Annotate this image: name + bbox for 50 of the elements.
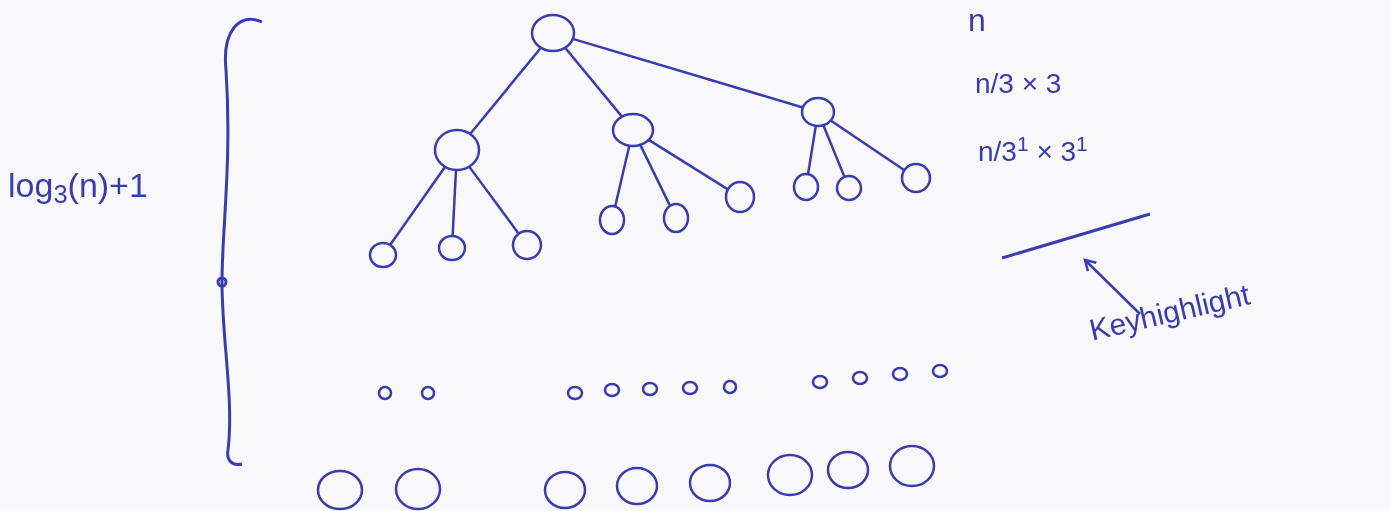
tree-node-circle [826, 450, 870, 490]
tree-node-circle [900, 162, 932, 194]
arrow [1083, 258, 1141, 315]
formula-label: n/3 × 3 [975, 70, 1062, 98]
tree-node-circle [511, 229, 543, 261]
tree-node-circle [433, 128, 481, 172]
tree-edge [648, 138, 729, 191]
tree-node-circle [543, 470, 587, 510]
tree-edge [572, 37, 804, 109]
tree-node-circle [766, 453, 814, 497]
tree-edge [389, 166, 447, 246]
tree-node-circle [688, 463, 732, 503]
tree-edge [830, 119, 906, 172]
tree-node-circle [598, 204, 626, 236]
tree-node-circle [662, 202, 690, 234]
tree-edge [806, 125, 817, 175]
tree-node-circle [888, 444, 936, 488]
tree-node-circle [566, 385, 584, 401]
tree-node-circle [611, 112, 655, 148]
tree-edge [822, 124, 846, 178]
tree-node-circle [420, 385, 436, 401]
tree-edge [468, 165, 520, 235]
tree-edge [613, 145, 631, 207]
tree-node-circle [792, 172, 820, 202]
tree-node-circle [437, 234, 467, 262]
tree-edge [469, 46, 542, 135]
tree-node-circle [615, 466, 659, 506]
tree-edge [639, 144, 672, 207]
tree-node-circle [316, 469, 364, 511]
tree-node-circle [641, 381, 659, 397]
tree-node-circle [800, 96, 836, 128]
tree-edge [451, 169, 458, 237]
tree-node-circle [681, 380, 699, 396]
tree-node-circle [368, 241, 398, 269]
underline [1000, 212, 1152, 260]
tree-node-circle [891, 366, 909, 382]
formula-label: log$_{3}$(n)+1 [8, 168, 148, 202]
formula-label: n [968, 4, 986, 36]
tree-node-circle [931, 363, 949, 379]
tree-node-circle [811, 374, 829, 390]
tree-node-circle [394, 467, 442, 511]
tree-node-circle [835, 174, 863, 202]
tree-edge [564, 46, 623, 118]
formula-label: n/3$^{1}$ × 3$^{1}$ [978, 138, 1088, 166]
tree-node-circle [603, 382, 621, 398]
tree-node-circle [530, 13, 576, 53]
tree-node-circle [722, 379, 738, 395]
tree-node-circle [724, 180, 756, 214]
tree-node-circle [851, 370, 869, 386]
tree-node-circle [377, 385, 393, 401]
